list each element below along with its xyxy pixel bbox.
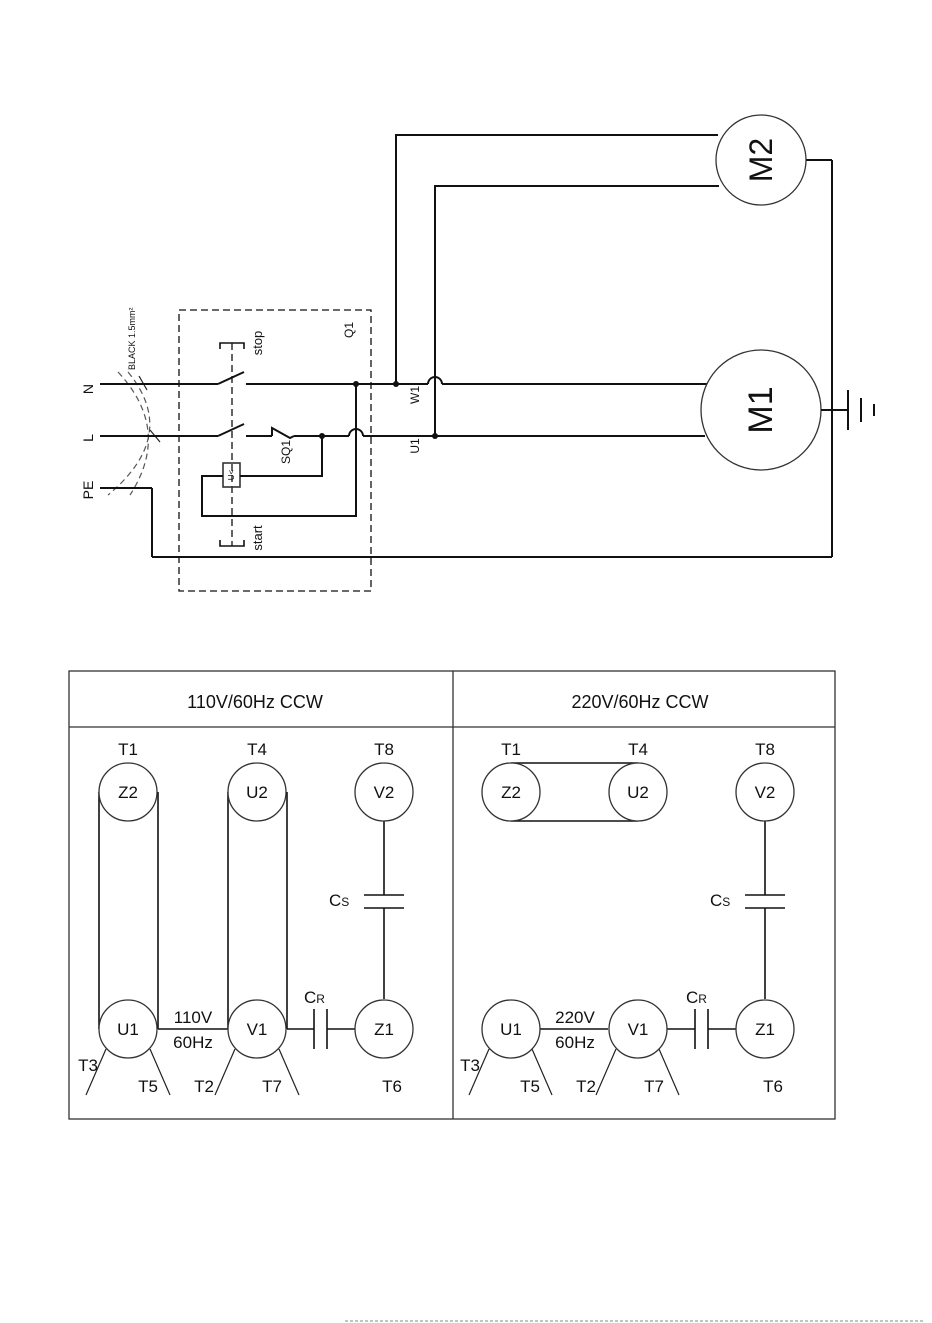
cs-label: CS <box>710 891 730 910</box>
frequency-label: 60Hz <box>173 1033 213 1052</box>
node-z2-label: Z2 <box>118 783 138 802</box>
wire-m2-feed-2 <box>435 186 719 436</box>
node-u2-label: U2 <box>246 783 268 802</box>
header-220v: 220V/60Hz CCW <box>571 692 708 712</box>
node-z1-label: Z1 <box>755 1020 775 1039</box>
terminal-u1-label: U1 <box>408 438 422 454</box>
terminal-t8: T8 <box>755 740 775 759</box>
supply-label-pe: PE <box>80 481 96 500</box>
terminal-t5: T5 <box>520 1077 540 1096</box>
cr-gap <box>314 1019 327 1039</box>
terminal-t6: T6 <box>763 1077 783 1096</box>
junction-l-m2 <box>432 433 438 439</box>
switch-box-q1 <box>179 310 371 591</box>
voltage-label: 110V <box>174 1008 213 1027</box>
cr-label: CR <box>304 988 325 1007</box>
terminal-t2: T2 <box>576 1077 596 1096</box>
limit-switch-label: SQ1 <box>279 440 293 464</box>
node-u2-label: U2 <box>627 783 649 802</box>
cable-bracket-inner <box>118 372 148 495</box>
terminal-t7: T7 <box>644 1077 664 1096</box>
wiring-table: 110V/60Hz CCW 220V/60Hz CCW T1 T4 T8 CS <box>69 671 835 1119</box>
terminal-w1-label: W1 <box>408 386 422 404</box>
cs-gap <box>374 895 394 908</box>
panel-220v: T1 T4 T8 CS CR <box>460 740 794 1096</box>
stop-contact-n <box>218 372 244 384</box>
limit-switch-sq1 <box>272 428 294 438</box>
node-v2-label: V2 <box>755 783 776 802</box>
node-z1-label: Z1 <box>374 1020 394 1039</box>
motor-control-schematic: N L PE BLACK 1.5mm² Q1 stop <box>80 115 874 591</box>
stop-label: stop <box>250 331 265 356</box>
node-u1-label: U1 <box>500 1020 522 1039</box>
terminal-t3: T3 <box>78 1056 98 1075</box>
node-z2-label: Z2 <box>501 783 521 802</box>
terminal-t3: T3 <box>460 1056 480 1075</box>
terminal-t5: T5 <box>138 1077 158 1096</box>
node-v2-label: V2 <box>374 783 395 802</box>
cable-bracket-outer <box>108 372 150 495</box>
terminal-t2: T2 <box>194 1077 214 1096</box>
switch-box-label: Q1 <box>342 322 356 338</box>
terminal-t1: T1 <box>118 740 138 759</box>
start-label: start <box>250 525 265 551</box>
junction-n-m2 <box>393 381 399 387</box>
junction-n-box <box>353 381 359 387</box>
coil-label: U< <box>227 469 236 480</box>
node-u1-label: U1 <box>117 1020 139 1039</box>
junction-l-coil <box>319 433 325 439</box>
terminal-t4: T4 <box>628 740 648 759</box>
terminal-t8: T8 <box>374 740 394 759</box>
cr-label: CR <box>686 988 707 1007</box>
terminal-t4: T4 <box>247 740 267 759</box>
lead-t2 <box>215 1049 235 1095</box>
wire-m2-feed-1 <box>396 135 718 384</box>
cr-gap <box>695 1019 708 1039</box>
lead-t2 <box>596 1049 616 1095</box>
voltage-label: 220V <box>555 1008 595 1027</box>
terminal-t1: T1 <box>501 740 521 759</box>
motor-m1-label: M1 <box>742 386 780 433</box>
cable-label: BLACK 1.5mm² <box>127 307 137 370</box>
terminal-t7: T7 <box>262 1077 282 1096</box>
stop-contact-l <box>218 424 244 436</box>
header-110v: 110V/60Hz CCW <box>187 692 323 712</box>
supply-label-n: N <box>80 384 96 394</box>
lead-t7 <box>279 1049 299 1095</box>
cs-label: CS <box>329 891 349 910</box>
frequency-label: 60Hz <box>555 1033 595 1052</box>
motor-m2-label: M2 <box>743 138 779 182</box>
panel-110v: T1 T4 T8 CS CR <box>78 740 413 1096</box>
cs-gap <box>755 895 775 908</box>
supply-label-l: L <box>80 434 96 442</box>
node-v1-label: V1 <box>628 1020 649 1039</box>
terminal-t6: T6 <box>382 1077 402 1096</box>
node-v1-label: V1 <box>247 1020 268 1039</box>
